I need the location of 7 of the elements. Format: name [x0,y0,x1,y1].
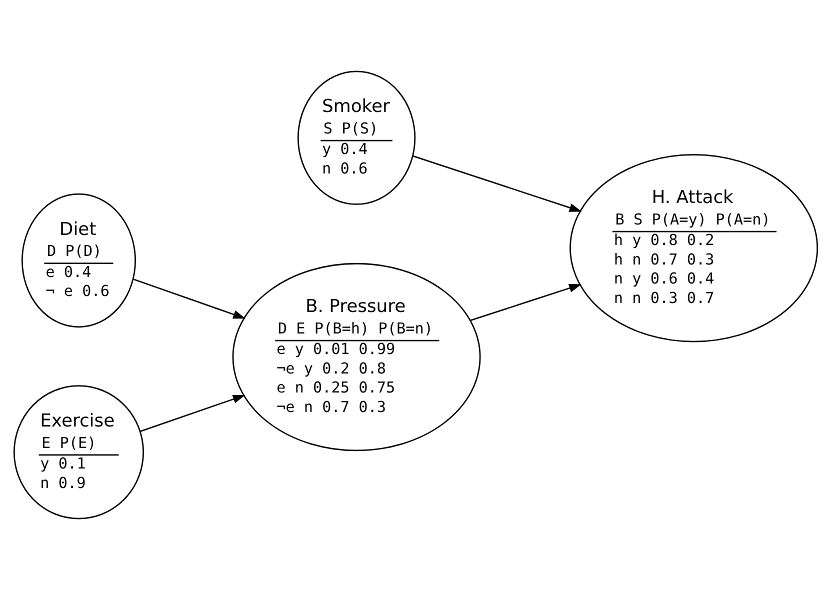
arrow [132,278,246,318]
node-circle: Exercise E P(E) y 0.1 n 0.9 [13,384,144,519]
node-ellipse: Smoker S P(S) y 0.4 n 0.6 [297,70,416,204]
arrow [140,394,246,432]
arrow [470,283,582,320]
node-ellipse: Diet D P(D) e 0.4 ¬ e 0.6 [21,192,136,328]
arrow [412,154,582,212]
